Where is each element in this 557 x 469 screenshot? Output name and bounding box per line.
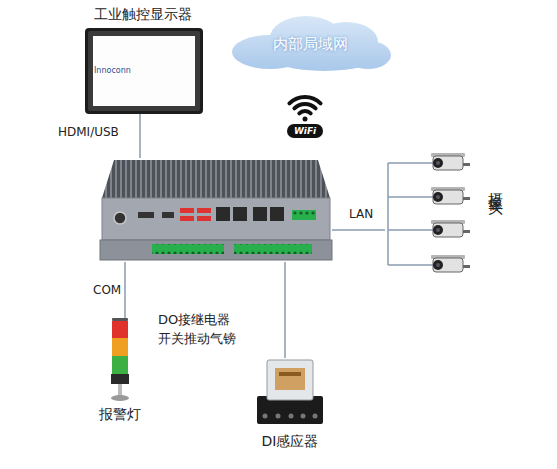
lan-port (233, 207, 247, 221)
wifi-arc (289, 97, 320, 103)
lan-wires (388, 163, 433, 265)
connector-line (332, 229, 385, 231)
usb-port (180, 216, 194, 221)
industrial-pc-node (100, 158, 332, 262)
alarm-lamp-node: 报警灯 (85, 318, 155, 426)
lamp-cap (112, 318, 128, 321)
cloud-node: 内部局域网 (228, 18, 393, 70)
front-panel (102, 198, 330, 240)
lamp-base (111, 374, 129, 384)
wifi-arc (299, 111, 310, 113)
monitor-node: 工业触控显示器 (70, 6, 215, 114)
alarm-lamp-illustration (85, 318, 155, 404)
node-heading: 工业触控显示器 (70, 6, 215, 24)
wifi-badge: WiFi (287, 124, 323, 138)
connector-label: LAN (349, 207, 373, 221)
lamp-foot (111, 395, 129, 401)
power-terminal (292, 210, 316, 220)
power-button (114, 212, 126, 224)
usb-port (180, 208, 194, 213)
usb-port (197, 216, 211, 221)
relay-coil (275, 368, 305, 390)
display-port (162, 212, 174, 218)
lan-branch (388, 162, 433, 164)
lamp-orange (112, 338, 128, 356)
wifi-arcs (289, 97, 320, 113)
cloud-puff (345, 41, 391, 69)
node-heading: DI感应器 (245, 433, 335, 451)
camera-icon (431, 187, 470, 204)
socket-screw (313, 414, 318, 419)
socket-screw (289, 414, 294, 419)
io-note: DO接继电器 开关推动气镑 (158, 310, 250, 348)
monitor-bezel-inner (88, 31, 200, 111)
hdmi-port (138, 212, 154, 218)
heatsink (102, 160, 330, 198)
lan-bus (387, 163, 389, 265)
connector-line (139, 114, 141, 158)
lamp-red (112, 321, 128, 338)
connector-label: HDMI/USB (58, 125, 119, 139)
camera-group-illustration (385, 150, 485, 275)
monitor-illustration (70, 26, 215, 116)
lamp-green (112, 356, 128, 374)
camera-heading: 摄像头 (483, 180, 505, 192)
socket-screw (301, 414, 306, 419)
io-plate (100, 240, 332, 260)
socket-screw (276, 414, 281, 419)
lan-branch (388, 264, 433, 266)
terminal-block (152, 244, 224, 254)
connector-line (284, 262, 286, 358)
sensor-node: DI感应器 (245, 358, 335, 456)
usb-port (197, 208, 211, 213)
terminal-block (234, 244, 312, 254)
relay-illustration (245, 358, 335, 430)
connector-label: COM (93, 283, 121, 297)
wifi-dot (303, 117, 308, 122)
lan-port (216, 207, 230, 221)
wifi-label: WiFi (287, 124, 323, 138)
camera-icon (431, 255, 470, 272)
camera-icon (431, 220, 470, 237)
lan-port (253, 207, 267, 221)
relay-contact (279, 372, 301, 376)
socket-screw (263, 414, 268, 419)
monitor-bezel (85, 28, 203, 114)
lan-port (270, 207, 284, 221)
industrial-pc-illustration (100, 158, 332, 262)
lan-branch (388, 196, 433, 198)
connector-line (124, 262, 126, 318)
wifi-symbol (283, 86, 327, 126)
camera-group-node: 摄像头 (385, 150, 510, 275)
brand-logo: Innoconn (94, 66, 131, 75)
monitor-screen (93, 36, 195, 106)
relay-cover (267, 360, 313, 400)
node-heading: 报警灯 (85, 406, 155, 424)
cloud-label: 内部局域网 (228, 35, 393, 54)
lan-branch (388, 229, 433, 231)
wifi-arc (294, 104, 315, 108)
camera-icon (431, 153, 470, 170)
